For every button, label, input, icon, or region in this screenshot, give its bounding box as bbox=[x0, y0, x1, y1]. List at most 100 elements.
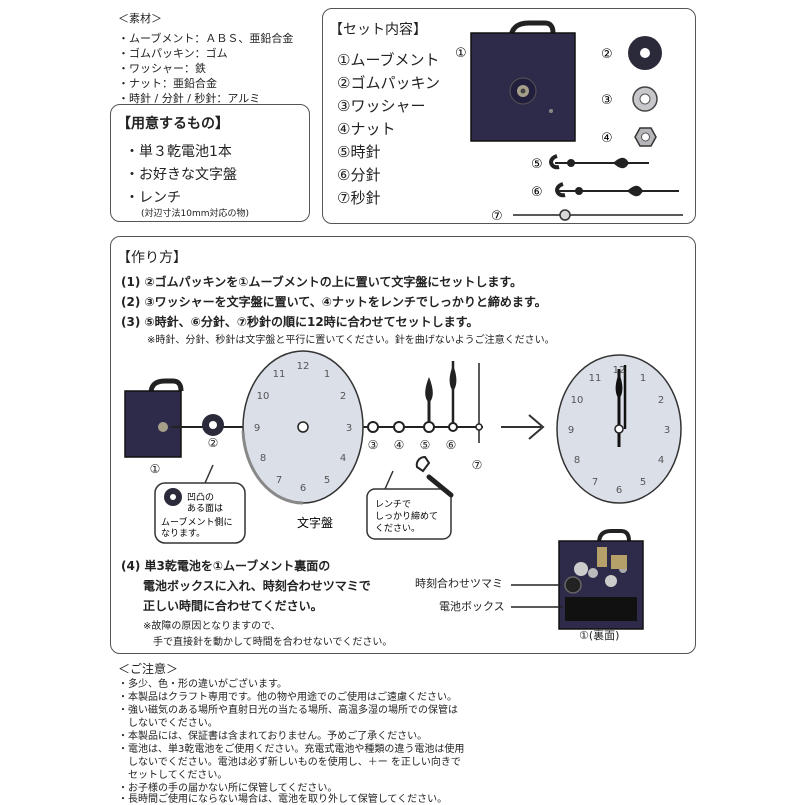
label-back: ①(裏面) bbox=[579, 629, 620, 642]
diagram-label-1: ① bbox=[150, 462, 161, 476]
step4-line: (4) 単3乾電池を①ムーブメント裏面の bbox=[121, 559, 331, 573]
movement-side-icon bbox=[124, 378, 184, 458]
materials-line: ・ナット：亜鉛合金 bbox=[118, 77, 217, 90]
caution-line: セットしてください。 bbox=[118, 770, 228, 781]
caution-section: ＜ご注意＞ ・多少、色・形の違いがございます。 ・本製品はクラフト専用です。他の… bbox=[118, 660, 678, 805]
svg-text:7: 7 bbox=[276, 475, 282, 486]
set-item: ②ゴムパッキン bbox=[337, 74, 440, 92]
svg-text:2: 2 bbox=[658, 395, 664, 406]
caution-line: ・長時間ご使用にならない場合は、電池を取り外して保管してください。 bbox=[118, 794, 448, 805]
diagram-label-7: ⑦ bbox=[472, 458, 483, 472]
svg-text:10: 10 bbox=[571, 395, 584, 406]
washer-icon bbox=[632, 86, 658, 112]
svg-text:11: 11 bbox=[589, 373, 602, 384]
set-illustration: ① ② ③ ④ ⑤ ⑥ ⑦ bbox=[455, 20, 683, 223]
set-item: ④ナット bbox=[337, 120, 396, 138]
caution-title: ＜ご注意＞ bbox=[118, 662, 179, 676]
caution-line: ・本製品には、保証書は含まれておりません。予めご了承ください。 bbox=[118, 731, 428, 742]
svg-text:4: 4 bbox=[340, 453, 346, 464]
svg-text:レンチで: レンチで bbox=[375, 499, 411, 510]
assembled-clock-icon bbox=[556, 354, 682, 504]
prepare-item: ・レンチ bbox=[125, 190, 181, 206]
svg-text:しっかり締めて: しっかり締めて bbox=[375, 510, 438, 522]
svg-text:4: 4 bbox=[658, 455, 664, 466]
svg-text:8: 8 bbox=[574, 455, 580, 466]
prepare-item: ・単３乾電池1本 bbox=[125, 144, 232, 160]
set-num-6: ⑥ bbox=[531, 185, 543, 200]
diagram-label-2: ② bbox=[208, 436, 219, 450]
wrench-callout: レンチで しっかり締めて ください。 bbox=[366, 470, 452, 540]
svg-text:6: 6 bbox=[616, 485, 622, 496]
dial-side-icon bbox=[241, 350, 364, 505]
caution-line: ・本製品はクラフト専用です。他の物や用途でのご使用はご遠慮ください。 bbox=[118, 692, 457, 703]
label-battery: 電池ボックス bbox=[439, 600, 505, 613]
nut-side-icon bbox=[393, 421, 405, 433]
set-num-3: ③ bbox=[601, 93, 613, 108]
step4-note: ※故障の原因となりますので、 bbox=[143, 621, 281, 632]
packing-side-icon bbox=[202, 414, 224, 436]
diagram-label-6: ⑥ bbox=[446, 438, 457, 452]
set-item: ⑤時針 bbox=[337, 143, 381, 161]
caution-line: ・多少、色・形の違いがございます。 bbox=[118, 679, 287, 690]
diagram-label-3: ③ bbox=[368, 438, 379, 452]
howto-box: 【作り方】 (1) ②ゴムパッキンを①ムーブメントの上に置いて文字盤にセットしま… bbox=[110, 236, 696, 654]
set-item: ⑦秒針 bbox=[337, 189, 381, 207]
diagram-label-5: ⑤ bbox=[420, 438, 431, 452]
set-item: ①ムーブメント bbox=[337, 51, 440, 69]
set-num-1: ① bbox=[455, 46, 467, 61]
svg-text:9: 9 bbox=[568, 425, 574, 436]
prepare-note: (対辺寸法10mm対応の物) bbox=[141, 209, 250, 219]
howto-step3-note: ※時針、分針、秒針は文字盤と平行に置いてください。針を曲げないようご注意ください… bbox=[147, 335, 555, 346]
prepare-box: 【用意するもの】 ・単３乾電池1本 ・お好きな文字盤 ・レンチ (対辺寸法10m… bbox=[110, 104, 310, 222]
set-num-2: ② bbox=[601, 47, 613, 62]
svg-text:8: 8 bbox=[260, 453, 266, 464]
wrench-icon bbox=[415, 456, 454, 498]
nut-icon bbox=[634, 127, 657, 147]
svg-text:3: 3 bbox=[346, 423, 352, 434]
howto-step: (3) ⑤時針、⑥分針、⑦秒針の順に12時に合わせてセットします。 bbox=[121, 315, 479, 329]
prepare-item: ・お好きな文字盤 bbox=[125, 167, 237, 183]
dial-label: 文字盤 bbox=[297, 515, 333, 530]
svg-text:なります。: なります。 bbox=[161, 528, 205, 539]
set-title: 【セット内容】 bbox=[329, 22, 427, 38]
dial-numbers-left: 12 1 2 3 4 5 6 7 8 9 10 11 bbox=[254, 361, 352, 494]
svg-text:12: 12 bbox=[297, 361, 310, 372]
svg-text:ムーブメント側に: ムーブメント側に bbox=[161, 516, 232, 528]
minute-hand-side-icon bbox=[448, 361, 458, 432]
step4-note: 手で直接針を動かして時間を合わせないでください。 bbox=[153, 637, 393, 648]
svg-text:3: 3 bbox=[664, 425, 670, 436]
second-hand-icon bbox=[513, 209, 683, 221]
packing-callout: 凹凸の ある面は ムーブメント側に なります。 bbox=[154, 464, 246, 544]
set-contents-box: 【セット内容】 ①ムーブメント ②ゴムパッキン ③ワッシャー ④ナット ⑤時針 … bbox=[322, 8, 696, 224]
materials-line: ・時針 / 分針 / 秒針：アルミ bbox=[118, 92, 261, 105]
step4-line: 正しい時間に合わせてください。 bbox=[143, 599, 323, 613]
arrow-right-icon bbox=[501, 414, 545, 440]
svg-text:1: 1 bbox=[640, 373, 646, 384]
minute-hand-icon bbox=[555, 182, 679, 198]
svg-text:7: 7 bbox=[592, 477, 598, 488]
washer-side-icon bbox=[367, 421, 379, 433]
caution-line: しないでください。電池は必ず新しいものを使用し、＋ー を正しい向きで bbox=[118, 757, 461, 768]
packing-icon bbox=[628, 36, 662, 70]
set-num-4: ④ bbox=[601, 131, 613, 146]
hour-hand-icon bbox=[549, 154, 649, 170]
set-list: ①ムーブメント ②ゴムパッキン ③ワッシャー ④ナット ⑤時針 ⑥分針 ⑦秒針 bbox=[337, 49, 477, 219]
set-item: ③ワッシャー bbox=[337, 97, 426, 115]
set-item: ⑥分針 bbox=[337, 166, 381, 184]
materials-line: ・ムーブメント：ＡＢＳ、亜鉛合金 bbox=[118, 32, 294, 45]
howto-title: 【作り方】 bbox=[117, 250, 187, 266]
svg-text:ください。: ください。 bbox=[375, 523, 420, 534]
movement-back-icon bbox=[511, 529, 644, 630]
svg-text:5: 5 bbox=[324, 475, 330, 486]
materials-line: ・ゴムパッキン：ゴム bbox=[118, 47, 228, 60]
set-num-7: ⑦ bbox=[491, 209, 503, 223]
dial-numbers-right: 12 1 2 3 4 5 6 7 8 9 10 11 bbox=[568, 365, 670, 496]
caution-line: ・電池は、単3乾電池をご使用ください。充電式電池や種類の違う電池は使用 bbox=[118, 744, 465, 755]
svg-text:凹凸の: 凹凸の bbox=[187, 492, 214, 503]
movement-icon bbox=[470, 20, 576, 142]
materials-section: ＜素材＞ ・ムーブメント：ＡＢＳ、亜鉛合金 ・ゴムパッキン：ゴム ・ワッシャー：… bbox=[118, 8, 318, 105]
materials-title: ＜素材＞ bbox=[118, 12, 162, 25]
diagram-label-4: ④ bbox=[394, 438, 405, 452]
svg-text:9: 9 bbox=[254, 423, 260, 434]
svg-text:5: 5 bbox=[640, 477, 646, 488]
